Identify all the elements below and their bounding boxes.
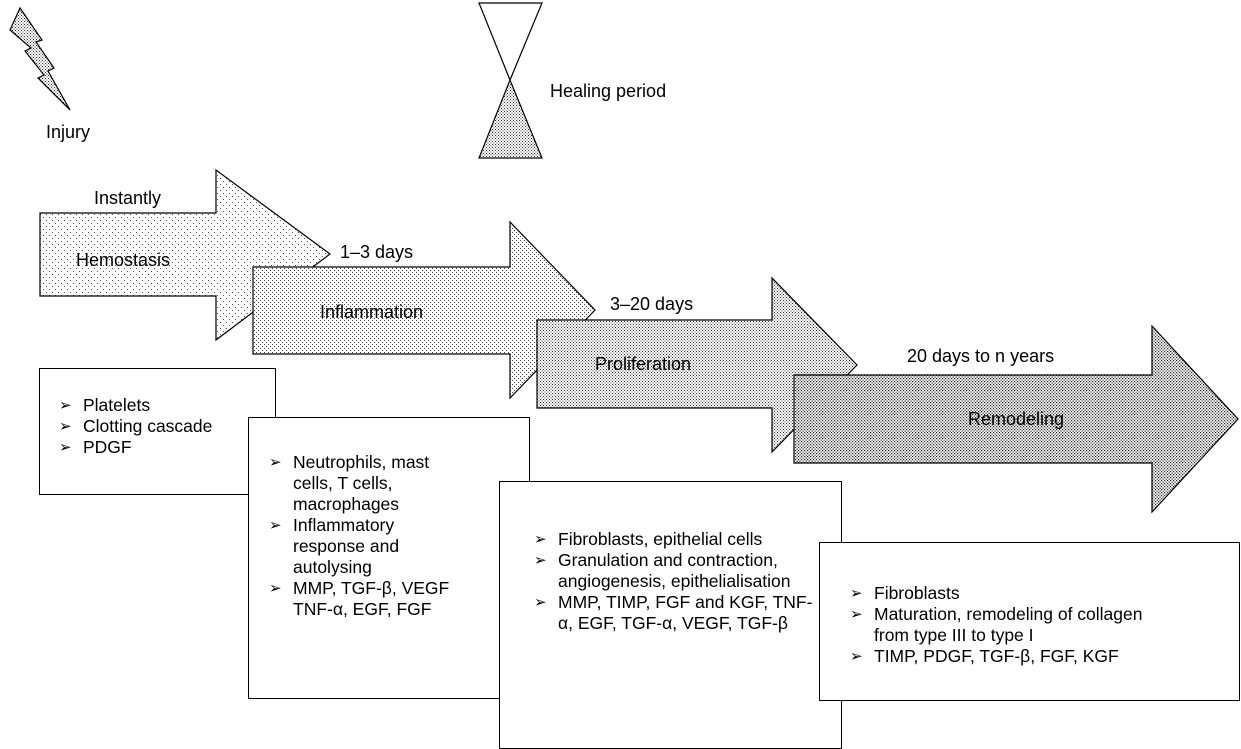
- list-item: ➢ MMP, TIMP, FGF and KGF, TNF-α, EGF, TGF…: [534, 592, 816, 634]
- lightning-bolt-icon: [9, 6, 71, 111]
- bullet-arrow-icon: ➢: [850, 584, 863, 602]
- hourglass-icon: [478, 2, 543, 159]
- list-item: ➢ MMP, TGF-β, VEGF TNF-α, EGF, FGF: [269, 578, 483, 620]
- bullet-arrow-icon: ➢: [269, 579, 282, 597]
- list-item: ➢ Clotting cascade: [59, 416, 275, 437]
- bullet-arrow-icon: ➢: [534, 593, 547, 611]
- list-item-text: MMP, TGF-β, VEGF TNF-α, EGF, FGF: [293, 578, 450, 619]
- list-item: ➢ Maturation, remodeling of collagen from…: [850, 604, 1174, 646]
- list-item: ➢ Inflammatory response and autolysing: [269, 515, 433, 578]
- list-item-text: Platelets: [83, 395, 151, 415]
- list-item: ➢ Fibroblasts: [850, 583, 1174, 604]
- bullet-arrow-icon: ➢: [850, 605, 863, 623]
- list-item-text: Fibroblasts: [874, 583, 960, 603]
- bullet-arrow-icon: ➢: [534, 551, 547, 569]
- list-item: ➢ Platelets: [59, 395, 275, 416]
- list-item-text: Granulation and contraction, angiogenesi…: [558, 550, 791, 591]
- bullet-arrow-icon: ➢: [59, 396, 72, 414]
- list-item-text: Clotting cascade: [83, 416, 213, 436]
- bullet-arrow-icon: ➢: [269, 453, 282, 471]
- list-item: ➢ Fibroblasts, epithelial cells: [534, 529, 843, 550]
- list-item-text: TIMP, PDGF, TGF-β, FGF, KGF: [874, 646, 1119, 666]
- phase-timing-hemostasis: Instantly: [94, 188, 161, 208]
- list-item-text: MMP, TIMP, FGF and KGF, TNF-α, EGF, TGF-…: [558, 592, 813, 633]
- bullet-arrow-icon: ➢: [269, 516, 282, 534]
- list-item: ➢ Neutrophils, mast cells, T cells, macro…: [269, 452, 463, 515]
- list-item-text: PDGF: [83, 437, 132, 457]
- bullet-arrow-icon: ➢: [534, 530, 547, 548]
- list-item: ➢ PDGF: [59, 437, 275, 458]
- remodeling-details-box: ➢ Fibroblasts ➢ Maturation, remodeling of …: [819, 542, 1240, 701]
- hemostasis-details-box: ➢ Platelets ➢ Clotting cascade ➢ PDGF: [39, 368, 276, 495]
- phase-timing-remodeling: 20 days to n years: [907, 346, 1054, 366]
- phase-name-hemostasis: Hemostasis: [76, 250, 170, 270]
- list-item-text: Neutrophils, mast cells, T cells, macrop…: [293, 452, 430, 514]
- phase-timing-proliferation: 3–20 days: [610, 294, 693, 314]
- bullet-arrow-icon: ➢: [850, 647, 863, 665]
- phase-name-remodeling: Remodeling: [968, 409, 1064, 429]
- phase-timing-inflammation: 1–3 days: [340, 242, 413, 262]
- bullet-arrow-icon: ➢: [59, 417, 72, 435]
- healing-period-label: Healing period: [550, 81, 666, 101]
- injury-label: Injury: [46, 122, 90, 142]
- list-item: ➢ TIMP, PDGF, TGF-β, FGF, KGF: [850, 646, 1194, 667]
- inflammation-details-box: ➢ Neutrophils, mast cells, T cells, macro…: [248, 417, 530, 699]
- phase-name-inflammation: Inflammation: [320, 302, 423, 322]
- list-item-text: Maturation, remodeling of collagen from …: [874, 604, 1143, 645]
- list-item: ➢ Granulation and contraction, angiogenes…: [534, 550, 843, 592]
- phase-arrow-remodeling: [793, 324, 1239, 514]
- list-item-text: Inflammatory response and autolysing: [293, 515, 400, 577]
- phase-name-proliferation: Proliferation: [595, 354, 691, 374]
- proliferation-details-box: ➢ Fibroblasts, epithelial cells ➢ Granulat…: [499, 481, 842, 749]
- list-item-text: Fibroblasts, epithelial cells: [558, 529, 763, 549]
- bullet-arrow-icon: ➢: [59, 438, 72, 456]
